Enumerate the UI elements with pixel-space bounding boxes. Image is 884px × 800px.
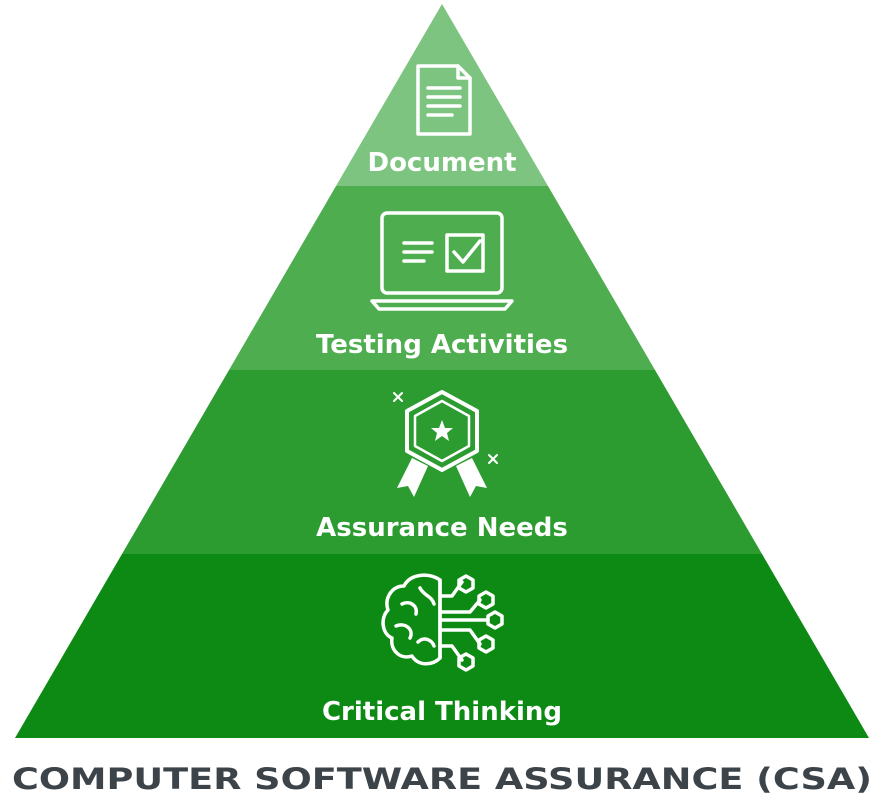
tier-assurance-needs: Assurance Needs [122, 370, 762, 554]
sparkle-icon [393, 392, 498, 464]
document-icon [416, 64, 472, 136]
award-badge-icon [393, 390, 498, 497]
tier-critical-thinking: Critical Thinking [15, 554, 869, 738]
tier-testing-activities: Testing Activities [229, 186, 655, 370]
laptop-checklist-icon [370, 211, 514, 311]
tier-document: Document [336, 4, 548, 186]
tier-testing-activities-band [229, 186, 655, 370]
tier-assurance-needs-label: Assurance Needs [316, 513, 568, 543]
tier-critical-thinking-label: Critical Thinking [322, 697, 562, 727]
brain-icon [381, 573, 442, 666]
tier-document-band [336, 4, 548, 186]
ribbon-right-icon [456, 458, 487, 497]
pyramid-caption: COMPUTER SOFTWARE ASSURANCE (CSA) [12, 762, 872, 796]
ribbon-left-icon [397, 458, 428, 497]
brain-circuit-icon [381, 573, 504, 672]
tier-document-label: Document [367, 148, 516, 178]
star-icon [431, 420, 453, 441]
tier-testing-activities-label: Testing Activities [316, 330, 568, 360]
